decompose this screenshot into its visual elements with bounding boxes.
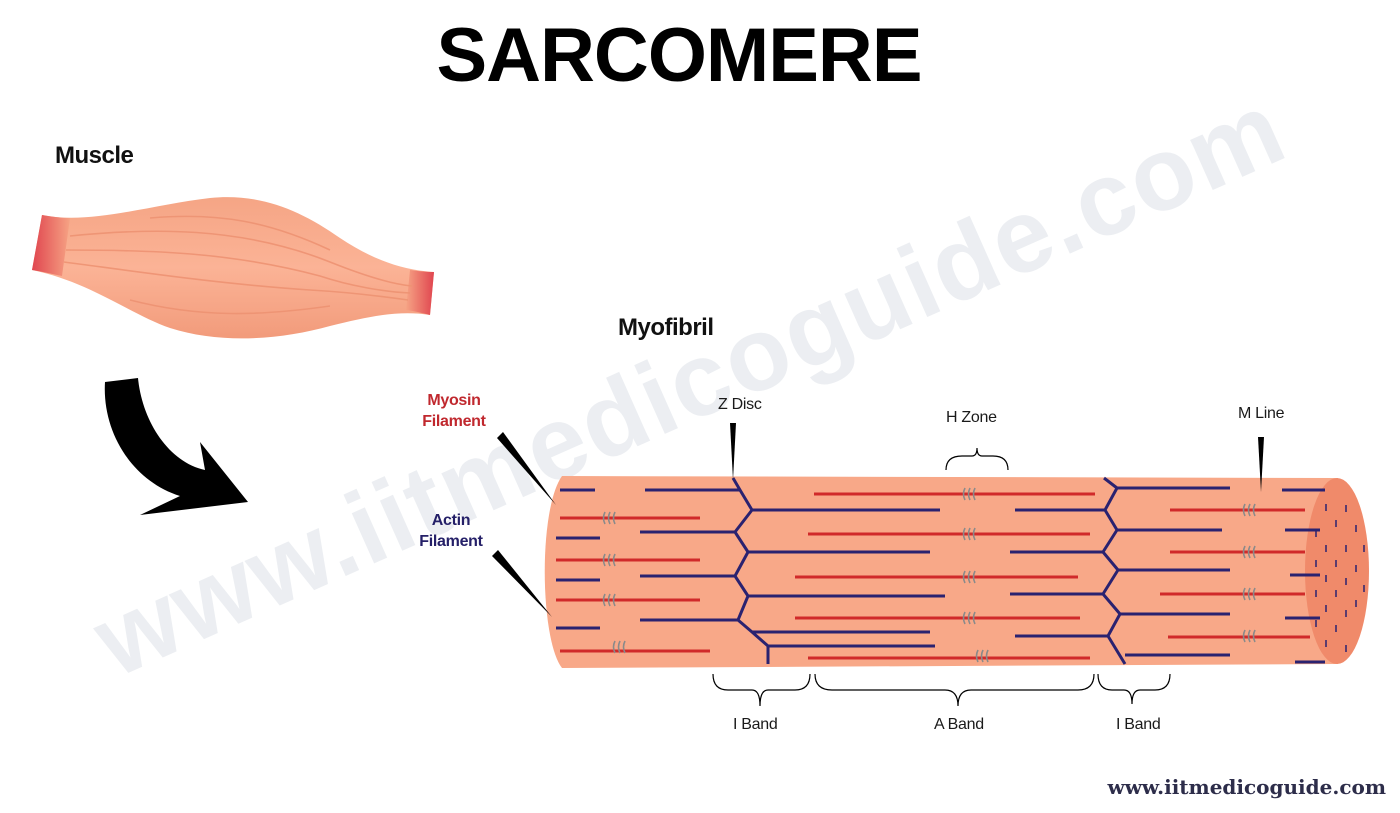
muscle-heading: Muscle: [55, 142, 134, 169]
muscle-illustration: [32, 197, 434, 339]
i-band-left-brace: [712, 673, 811, 707]
z-disc-label: Z Disc: [718, 396, 762, 413]
footer-url: www.iitmedicoguide.com: [1107, 775, 1387, 799]
muscle-fibers: [63, 215, 413, 315]
h-zone-brace: [945, 447, 1009, 471]
h-zone-label: H Zone: [946, 409, 997, 426]
m-line-pointer: [1258, 437, 1264, 492]
muscle-tendon-left: [32, 215, 70, 276]
actin-pointer: [492, 550, 552, 617]
a-band-brace: [814, 673, 1095, 707]
z-disc-pointer: [730, 423, 736, 480]
page-title: SARCOMERE: [436, 13, 922, 98]
myofibril-illustration: [544, 476, 1369, 668]
end-cap-dots: [1315, 504, 1365, 652]
myofibril-body: [544, 476, 1338, 668]
muscle-body: [32, 197, 434, 339]
i-band-right-brace: [1097, 673, 1171, 705]
myofibril-heading: Myofibril: [618, 314, 714, 341]
curved-arrow-icon: [104, 378, 249, 515]
muscle-tendon-right: [406, 270, 434, 315]
i-band-left-label: I Band: [733, 716, 778, 733]
a-band-label: A Band: [934, 716, 984, 733]
m-line-marks: [602, 487, 1256, 663]
myofibril-end-cap: [1305, 478, 1369, 664]
i-band-right-label: I Band: [1116, 716, 1161, 733]
myosin-filaments: [556, 492, 1310, 660]
actin-filament-label: Actin Filament: [419, 512, 483, 550]
myosin-pointer: [497, 432, 556, 505]
m-line-label: M Line: [1238, 405, 1285, 422]
myosin-filament-label: Myosin Filament: [422, 392, 486, 430]
actin-filaments: [556, 476, 1325, 665]
